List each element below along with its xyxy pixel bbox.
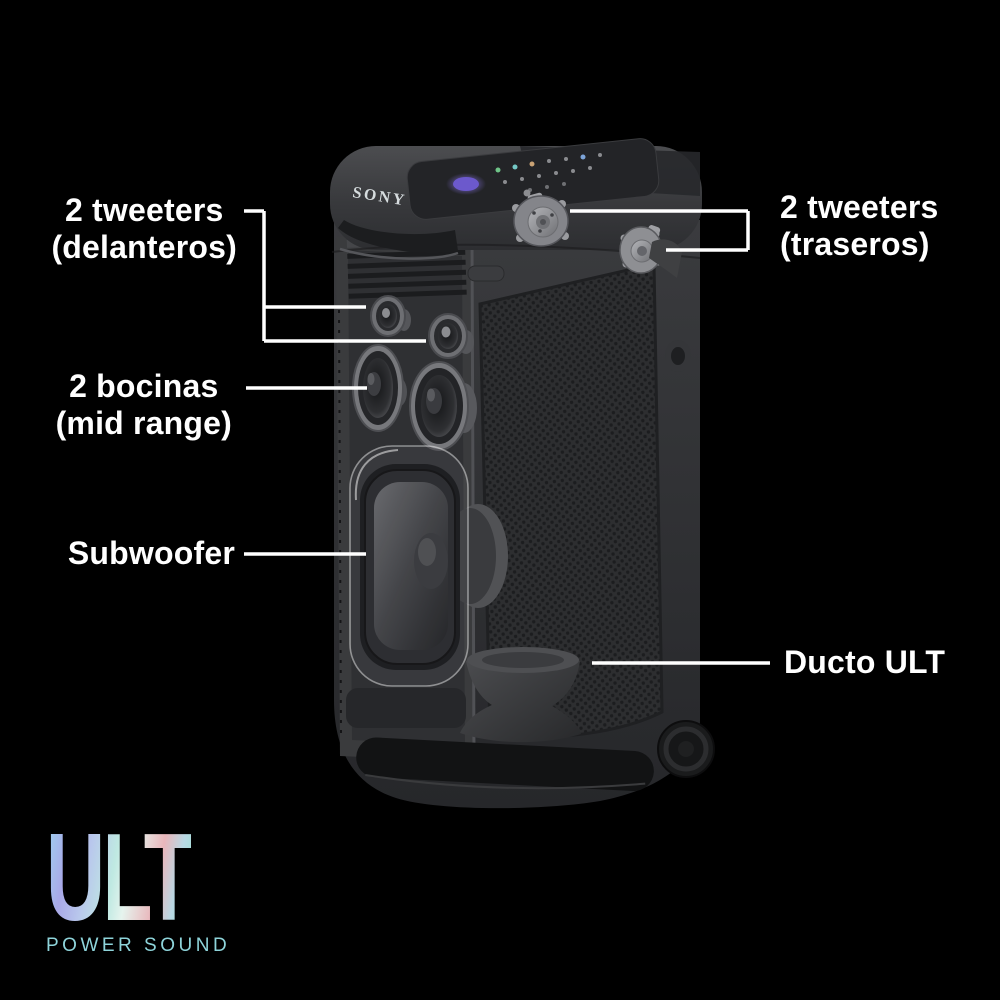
front-handle-scoop	[338, 220, 458, 254]
callout-rear-tweeters-line2: (traseros)	[780, 226, 930, 262]
rear-tweeter-1	[512, 189, 569, 247]
strap-hook	[665, 340, 691, 372]
callout-ult-duct: Ducto ULT	[784, 644, 945, 681]
front-tweeter-1	[370, 295, 411, 337]
top-control-panel	[406, 138, 660, 220]
base-handle-slot	[356, 737, 654, 792]
subwoofer-driver	[349, 445, 508, 687]
midrange-driver-1	[352, 344, 407, 432]
callout-front-tweeters: 2 tweeters (delanteros)	[51, 192, 237, 266]
midrange-driver-2	[409, 361, 477, 451]
front-tweeter-2	[428, 313, 474, 359]
callout-lines	[244, 209, 770, 665]
callout-subwoofer-line1: Subwoofer	[67, 535, 235, 571]
callout-subwoofer: Subwoofer	[68, 535, 235, 572]
ult-duct-port	[460, 647, 581, 743]
wheel	[657, 720, 715, 778]
top-cap: SONY	[330, 138, 702, 260]
callout-ult-duct-line1: Ducto ULT	[784, 644, 946, 680]
seam-button	[467, 265, 505, 282]
callout-front-tweeters-line1: 2 tweeters	[64, 192, 224, 228]
callout-rear-tweeters: 2 tweeters (traseros)	[780, 189, 939, 263]
callout-rear-tweeters-line1: 2 tweeters	[780, 189, 939, 225]
callout-front-tweeters-line2: (delanteros)	[51, 229, 237, 265]
callout-mid-range-line2: (mid range)	[55, 405, 232, 441]
ult-logo-title: ULT	[46, 809, 194, 947]
side-grille	[478, 262, 664, 738]
ult-power-sound-logo: ULT POWER SOUND	[46, 809, 266, 957]
ult-logo-subtitle: POWER SOUND	[46, 935, 231, 956]
control-icons	[495, 153, 602, 192]
callout-mid-range: 2 bocinas (mid range)	[56, 368, 232, 442]
callout-mid-range-line1: 2 bocinas	[69, 368, 219, 404]
